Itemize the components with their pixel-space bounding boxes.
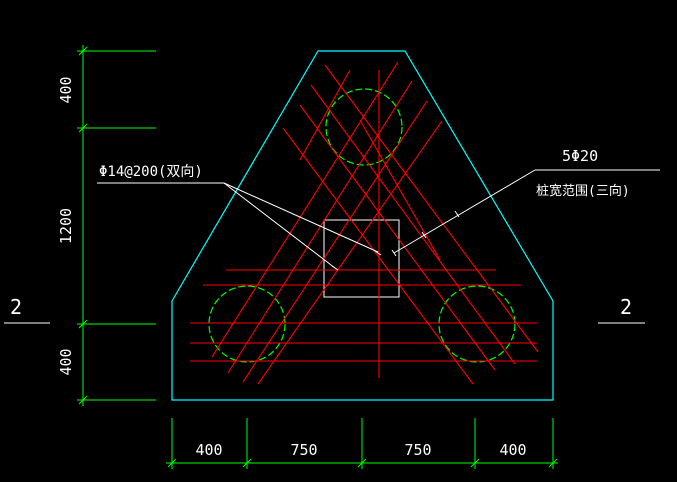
- tick-2: [331, 265, 339, 271]
- rebar-r-4: [282, 127, 474, 385]
- dim-vertical: [77, 45, 156, 406]
- dim-v-top: 400: [57, 76, 75, 103]
- leader-mesh-2: [223, 182, 336, 269]
- leaders: [97, 169, 660, 271]
- pile-top: [325, 88, 403, 166]
- section-mark-right-group: 2: [598, 295, 645, 324]
- rebar-r-1: [324, 64, 539, 353]
- tick-1: [374, 250, 382, 256]
- dim-h-1: 400: [195, 441, 222, 459]
- dim-horizontal: [166, 418, 558, 469]
- section-mark-left-group: 2: [4, 295, 50, 324]
- rebar-l-2: [227, 80, 413, 374]
- dim-h-3: 750: [404, 441, 431, 459]
- callout-bars: 5Φ20: [562, 147, 598, 165]
- callout-bars-sub: 桩宽范围(三向): [536, 183, 630, 199]
- tick-4: [421, 231, 427, 239]
- rebar-l-1: [211, 61, 399, 358]
- section-mark-left: 2: [10, 295, 22, 319]
- dim-v-middle: 1200: [57, 208, 75, 244]
- piles: [208, 88, 516, 363]
- pile-bottom-right: [438, 285, 516, 363]
- dim-h-2: 750: [290, 441, 317, 459]
- leader-bars-1: [393, 169, 536, 254]
- rebar-r-2: [310, 84, 516, 365]
- rebar-l-3: [242, 100, 428, 383]
- tick-5: [454, 210, 460, 218]
- leader-mesh-1: [223, 182, 379, 253]
- pile-bottom-left: [208, 285, 286, 363]
- callout-rebar-mesh: Φ14@200(双向): [99, 164, 203, 180]
- rebar-l-4: [257, 120, 443, 385]
- rebar-l-5: [299, 69, 351, 161]
- dim-h-4: 400: [499, 441, 526, 459]
- dim-v-bottom: 400: [57, 348, 75, 375]
- pile-cap-outline: [171, 50, 554, 401]
- section-mark-right: 2: [620, 295, 632, 319]
- rebar-r-3: [299, 104, 496, 371]
- tick-3: [391, 249, 397, 257]
- rebar-lines: [190, 61, 539, 385]
